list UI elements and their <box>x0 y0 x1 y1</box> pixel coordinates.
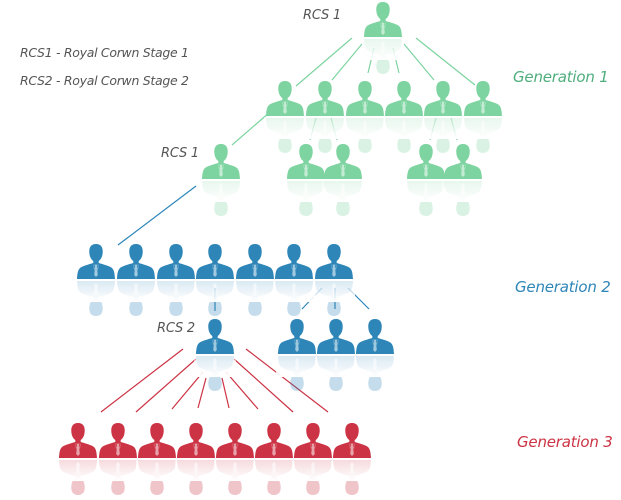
gen1-person <box>344 81 386 153</box>
person-icon <box>364 2 402 37</box>
gen2-person <box>273 244 315 316</box>
gen3-person <box>331 423 373 495</box>
person-icon <box>424 81 462 116</box>
gen1-person <box>383 81 425 153</box>
person-icon <box>346 81 384 116</box>
person-icon <box>255 423 293 458</box>
gen2-person <box>75 244 117 316</box>
person-icon <box>99 423 137 458</box>
gen1-pair-b-person <box>405 144 447 216</box>
root-node-label: RCS 1 <box>303 8 342 23</box>
person-icon <box>196 319 234 354</box>
gen2-person <box>194 244 236 316</box>
gen3-person <box>292 423 334 495</box>
gen3-person <box>175 423 217 495</box>
legend-rcs1: RCS1 - Royal Corwn Stage 1 <box>20 45 189 60</box>
person-icon <box>278 319 316 354</box>
gen2-person <box>234 244 276 316</box>
gen1-pair-a-person <box>322 144 364 216</box>
gen3-person <box>57 423 99 495</box>
root-connector-line <box>403 43 435 81</box>
root-rcs1-person <box>362 2 404 74</box>
gen2-person <box>115 244 157 316</box>
generation-2-label: Generation 2 <box>515 278 611 296</box>
gen1-rcs1-node-label: RCS 1 <box>161 146 200 161</box>
root-connector-line <box>295 37 353 87</box>
person-icon <box>464 81 502 116</box>
gen1-person <box>462 81 504 153</box>
person-icon <box>315 244 353 279</box>
root-connector-line <box>331 43 363 81</box>
people-nodes <box>57 2 504 495</box>
gen1-pair-a-person <box>285 144 327 216</box>
gen3-connector-line <box>245 348 329 413</box>
person-icon <box>77 244 115 279</box>
person-icon <box>317 319 355 354</box>
gen2-connector-line <box>117 185 197 246</box>
gen3-connector-line <box>171 371 204 410</box>
person-icon <box>236 244 274 279</box>
gen1-rcs1-connector-line <box>231 111 271 146</box>
root-connector-line <box>415 37 476 86</box>
generation-1-label: Generation 1 <box>513 68 609 86</box>
gen2-triple-person <box>276 319 318 391</box>
generation-3-label: Generation 3 <box>517 433 613 451</box>
gen3-person <box>253 423 295 495</box>
gen3-person <box>136 423 178 495</box>
person-icon <box>216 423 254 458</box>
person-icon <box>444 144 482 179</box>
person-icon <box>385 81 423 116</box>
person-icon <box>356 319 394 354</box>
gen3-connector-line <box>225 371 259 410</box>
gen3-connector-line <box>233 358 294 413</box>
person-icon <box>177 423 215 458</box>
person-icon <box>333 423 371 458</box>
person-icon <box>157 244 195 279</box>
gen1-rcs1-person <box>200 144 242 216</box>
gen3-connector-line <box>100 348 184 413</box>
gen1-person <box>422 81 464 153</box>
gen2-rcs2-person <box>194 319 236 391</box>
gen3-person <box>214 423 256 495</box>
gen3-person <box>97 423 139 495</box>
person-icon <box>275 244 313 279</box>
legend-rcs2: RCS2 - Royal Corwn Stage 2 <box>20 73 189 88</box>
gen1-pair-b-person <box>442 144 484 216</box>
person-icon <box>59 423 97 458</box>
gen1-person <box>264 81 306 153</box>
gen3-connector-line <box>221 377 230 409</box>
person-icon <box>202 144 240 179</box>
person-icon <box>196 244 234 279</box>
person-icon <box>117 244 155 279</box>
person-icon <box>138 423 176 458</box>
gen2-person <box>155 244 197 316</box>
gen2-person <box>313 244 355 316</box>
person-icon <box>306 81 344 116</box>
gen2-rcs2-node-label: RCS 2 <box>157 321 196 336</box>
gen1-person <box>304 81 346 153</box>
gen2-triple-person <box>315 319 357 391</box>
gen3-connector-line <box>135 358 197 413</box>
person-icon <box>294 423 332 458</box>
gen3-connector-line <box>197 377 207 409</box>
gen2-triple-person <box>354 319 396 391</box>
person-icon <box>266 81 304 116</box>
